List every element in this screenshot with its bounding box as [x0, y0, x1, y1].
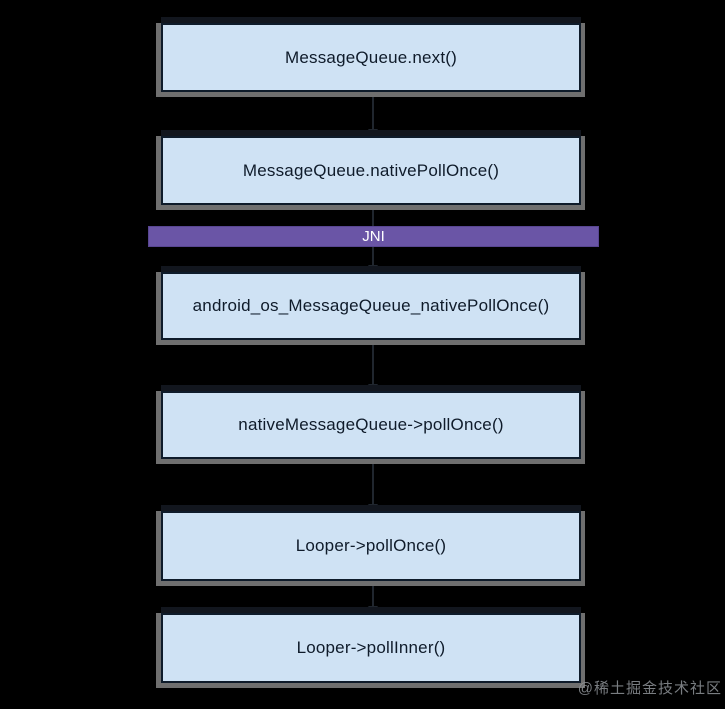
- connector-line: [372, 340, 374, 384]
- connector-line: [372, 92, 374, 129]
- flow-node-label: android_os_MessageQueue_nativePollOnce(): [192, 296, 550, 315]
- connector-line: [372, 459, 374, 504]
- flow-node-label: MessageQueue.nativePollOnce(): [242, 160, 500, 180]
- connector-line: [372, 581, 374, 606]
- watermark: @稀土掘金技术社区: [577, 680, 722, 697]
- flow-node-messagequeue-nativepollonce: MessageQueue.nativePollOnce(): [161, 136, 581, 205]
- arrowhead-down-icon: [368, 504, 378, 511]
- flow-node-looper-pollinner: Looper->pollInner(): [161, 613, 581, 683]
- flow-node-label: Looper->pollOnce(): [295, 536, 447, 555]
- arrowhead-down-icon: [368, 129, 378, 136]
- flow-node-looper-pollonce: Looper->pollOnce(): [161, 511, 581, 581]
- flow-node-label: nativeMessageQueue->pollOnce(): [238, 415, 504, 434]
- jni-boundary-bar: JNI: [148, 226, 599, 247]
- connector-line: [372, 205, 374, 226]
- connector-line: [372, 247, 374, 265]
- arrowhead-down-icon: [368, 384, 378, 391]
- flow-node-messagequeue-next: MessageQueue.next(): [161, 23, 581, 92]
- flow-node-label: Looper->pollInner(): [296, 638, 446, 657]
- flow-node-label: MessageQueue.next(): [285, 47, 457, 67]
- arrowhead-down-icon: [368, 606, 378, 613]
- arrowhead-down-icon: [368, 265, 378, 272]
- jni-bar-label: JNI: [362, 228, 385, 245]
- flow-node-nativemessagequeue-pollonce: nativeMessageQueue->pollOnce(): [161, 391, 581, 459]
- flow-node-android-os-messagequeue-nativepollonce: android_os_MessageQueue_nativePollOnce(): [161, 272, 581, 340]
